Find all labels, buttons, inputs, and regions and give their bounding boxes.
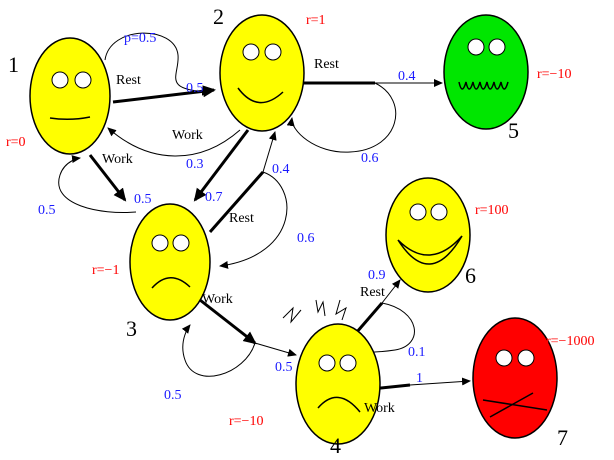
prob-s3-to-s1-back: 0.5 — [38, 203, 56, 218]
prob-s2-self: 0.6 — [361, 151, 379, 166]
prob-s4-self: 0.1 — [408, 345, 426, 360]
edge-4-to-7 — [409, 377, 471, 386]
state-3-reward: r=−1 — [92, 263, 119, 278]
prob-s1-to-s2: 0.5 — [186, 81, 204, 96]
edge-2-self-loop — [286, 82, 397, 153]
edge-1-to-2 — [112, 85, 216, 104]
prob-s1-to-s3: 0.5 — [134, 192, 152, 207]
state-2-face — [219, 14, 305, 132]
state-7-face — [472, 317, 558, 439]
state-6-face — [385, 177, 471, 293]
state-6-mouth — [397, 235, 463, 265]
stress-mark-icon — [282, 306, 302, 324]
state-2-right-eye — [264, 43, 282, 61]
prob-s4-to-s3-back: 0.5 — [164, 388, 182, 403]
state-5-mouth — [458, 81, 509, 90]
state-7-mouth-cross-a — [482, 399, 548, 411]
state-2-left-eye — [242, 43, 260, 61]
state-1-reward: r=0 — [6, 135, 26, 150]
state-5-left-eye — [467, 38, 485, 56]
edge-2-to-3 — [193, 129, 250, 202]
prob-s3-to-s2: 0.4 — [272, 162, 290, 177]
state-2-reward: r=1 — [306, 13, 326, 28]
state-2-number: 2 — [213, 4, 224, 29]
action-label-rest: Rest — [314, 57, 339, 72]
state-7-mouth-cross-b — [489, 392, 534, 418]
action-label-work: Work — [364, 401, 395, 416]
prob-s4-to-s6: 0.9 — [368, 268, 386, 283]
state-3-right-eye — [172, 234, 190, 252]
edge-3-to-2-bold — [208, 171, 265, 233]
edge-3-self-loop — [219, 171, 288, 269]
state-5-number: 5 — [508, 118, 519, 143]
state-3-mouth — [151, 277, 191, 289]
state-6-right-eye — [430, 203, 448, 221]
state-1-number: 1 — [8, 52, 19, 77]
edge-1-self-loop — [104, 32, 211, 96]
prob-s3-self: 0.6 — [297, 231, 315, 246]
state-3-left-eye — [151, 234, 169, 252]
action-label-rest: Rest — [360, 285, 385, 300]
state-2-mouth — [237, 87, 284, 104]
state-4-left-eye — [318, 354, 336, 372]
prob-s4-to-s7: 1 — [416, 371, 423, 386]
state-4-mouth — [317, 396, 361, 413]
state-5-reward: r=−10 — [537, 67, 571, 82]
edge-3-to-4-bold — [199, 298, 257, 345]
state-6-number: 6 — [465, 263, 476, 288]
state-3-number: 3 — [126, 316, 137, 341]
prob-s2-to-s5: 0.4 — [398, 69, 416, 84]
state-3-face — [129, 203, 211, 321]
state-6-left-eye — [409, 203, 427, 221]
edge-1-to-3-loopback — [58, 155, 137, 213]
edge-2-to-1 — [107, 127, 241, 157]
prob-s1-self: p=0.5 — [124, 31, 156, 46]
state-7-right-eye — [517, 349, 535, 367]
edge-3-to-4 — [254, 342, 297, 357]
edge-4-to-3-loopback — [181, 324, 256, 377]
state-4-right-eye — [339, 354, 357, 372]
state-7-reward: r=−1000 — [546, 334, 594, 349]
stress-mark-icon — [315, 299, 326, 317]
stress-mark-icon — [335, 299, 347, 321]
prob-s3-to-s4: 0.5 — [275, 360, 293, 375]
state-5-right-eye — [488, 38, 506, 56]
action-label-work: Work — [102, 152, 133, 167]
state-1-left-eye — [51, 71, 69, 89]
action-label-rest: Rest — [229, 211, 254, 226]
state-7-left-eye — [495, 349, 513, 367]
state-4-number: 4 — [330, 433, 341, 455]
state-1-face — [29, 37, 111, 155]
state-1-right-eye — [74, 71, 92, 89]
state-1-mouth — [49, 116, 91, 121]
action-label-work: Work — [172, 128, 203, 143]
prob-s2-to-s1: 0.3 — [186, 157, 204, 172]
prob-s2-to-s3: 0.7 — [205, 190, 223, 205]
state-4-reward: r=−10 — [229, 414, 263, 429]
edge-1-to-3 — [88, 154, 127, 202]
state-5-face — [443, 14, 529, 130]
action-label-work: Work — [202, 292, 233, 307]
action-label-rest: Rest — [116, 73, 141, 88]
state-4-face — [282, 299, 381, 445]
state-7-number: 7 — [557, 425, 568, 450]
state-6-reward: r=100 — [475, 203, 509, 218]
edge-3-to-2 — [262, 131, 277, 173]
edge-4-to-6 — [381, 279, 401, 304]
